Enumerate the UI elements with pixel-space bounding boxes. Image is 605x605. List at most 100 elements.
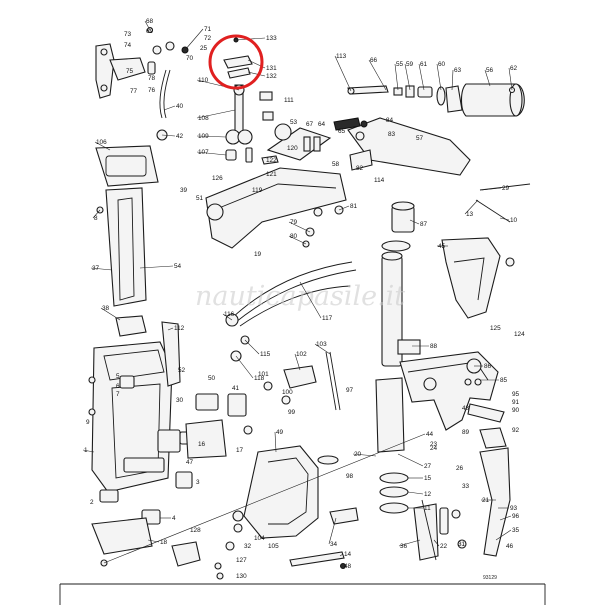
- callout-96: 96: [512, 513, 520, 520]
- mid-small-parts: [157, 393, 253, 459]
- callout-106: 106: [96, 139, 107, 146]
- callout-118: 118: [254, 375, 265, 382]
- callout-91: 91: [512, 399, 520, 406]
- leader-line-113: [334, 55, 352, 92]
- callout-111: 111: [284, 97, 294, 104]
- callout-64: 64: [318, 121, 326, 128]
- callout-117: 117: [322, 315, 333, 322]
- leader-line-71: [184, 28, 204, 51]
- leader-line-56: [484, 69, 491, 87]
- callout-59: 59: [406, 61, 414, 68]
- callout-56: 56: [486, 67, 494, 74]
- callout-104: 104: [254, 535, 265, 542]
- callout-98: 98: [346, 473, 354, 480]
- throttle-shaft-assembly: [225, 84, 274, 163]
- leader-line-81: [338, 205, 350, 211]
- callout-120: 120: [287, 145, 298, 152]
- figure-code: 93129: [483, 575, 497, 581]
- exhaust-housing-upper: [95, 145, 159, 337]
- callout-6: 6: [116, 383, 120, 390]
- callout-124: 124: [514, 331, 525, 338]
- leader-line-117: [299, 281, 322, 319]
- callout-95: 95: [512, 391, 520, 398]
- leader-line-68: [144, 20, 151, 31]
- callout-107: 107: [198, 149, 209, 156]
- callout-46: 46: [506, 543, 514, 550]
- leader-line-116: [222, 313, 233, 321]
- callout-69: 69: [146, 28, 154, 35]
- callout-13: 13: [466, 211, 474, 218]
- callout-72: 72: [204, 35, 212, 42]
- callout-58: 58: [332, 161, 340, 168]
- callout-1: 1: [84, 447, 88, 454]
- callout-97: 97: [346, 387, 354, 394]
- leader-line-37: [90, 267, 113, 271]
- leader-line-59: [404, 63, 411, 91]
- callout-65: 65: [338, 128, 346, 135]
- clamp-bracket-right: [391, 183, 531, 319]
- callout-63: 63: [454, 67, 462, 74]
- callout-102: 102: [296, 351, 307, 358]
- leader-line-10: [499, 217, 510, 221]
- callout-85: 85: [500, 377, 508, 384]
- leader-line-54: [139, 265, 174, 269]
- leader-line-38: [100, 307, 121, 321]
- callout-122: 122: [266, 157, 277, 164]
- leader-line-14: [339, 553, 344, 557]
- transom-clamp-bracket: [232, 445, 359, 569]
- leader-line-96: [499, 515, 512, 521]
- callout-113: 113: [336, 53, 347, 60]
- leader-line-103: [314, 343, 331, 355]
- callout-11: 11: [424, 505, 431, 512]
- callout-labels: 6871697273741331311327025757876771101111…: [84, 18, 525, 580]
- swivel-bracket-main: [399, 351, 507, 449]
- leader-line-22: [433, 539, 440, 547]
- callout-23: 23: [430, 441, 438, 448]
- callout-62: 62: [510, 65, 518, 72]
- leader-line-1: [82, 449, 95, 453]
- leader-line-34: [328, 517, 337, 545]
- callout-109: 109: [198, 133, 209, 140]
- leader-line-29: [481, 187, 502, 191]
- leader-line-112: [167, 327, 174, 331]
- leader-line-55: [394, 63, 399, 91]
- callout-47: 47: [186, 459, 194, 466]
- leader-line-106: [94, 141, 111, 151]
- callout-36: 36: [400, 543, 408, 550]
- callout-116: 116: [224, 311, 235, 318]
- callout-83: 83: [388, 131, 396, 138]
- callout-89: 89: [462, 429, 470, 436]
- callout-100: 100: [282, 389, 293, 396]
- callout-24: 24: [430, 445, 438, 452]
- leader-line-18: [147, 539, 160, 543]
- callout-92: 92: [512, 427, 520, 434]
- tiller-handle-assembly: [347, 83, 525, 117]
- callout-33: 33: [462, 483, 470, 490]
- callout-15: 15: [424, 475, 432, 482]
- driveshaft-housing: [88, 321, 193, 493]
- callout-39: 39: [180, 187, 188, 194]
- callout-82: 82: [356, 165, 364, 172]
- callout-43: 43: [462, 405, 470, 412]
- callout-127: 127: [236, 557, 247, 564]
- watermark-text: nauticapasile.it: [195, 281, 405, 312]
- callout-51: 51: [196, 195, 204, 202]
- callout-9: 9: [86, 419, 90, 426]
- callout-19: 19: [254, 251, 262, 258]
- leader-line-40: [163, 105, 176, 111]
- leader-line-61: [418, 63, 425, 91]
- callout-16: 16: [198, 441, 206, 448]
- callout-84: 84: [386, 117, 394, 124]
- callout-54: 54: [174, 263, 182, 270]
- callout-110: 110: [198, 77, 209, 84]
- callout-21: 21: [482, 497, 490, 504]
- leader-line-87: [409, 219, 420, 225]
- callout-12: 12: [424, 491, 432, 498]
- callout-48: 48: [344, 563, 352, 570]
- leader-line-115: [244, 339, 260, 355]
- callout-78: 78: [148, 75, 156, 82]
- callout-42: 42: [176, 133, 184, 140]
- callout-53: 53: [290, 119, 298, 126]
- callout-103: 103: [316, 341, 327, 348]
